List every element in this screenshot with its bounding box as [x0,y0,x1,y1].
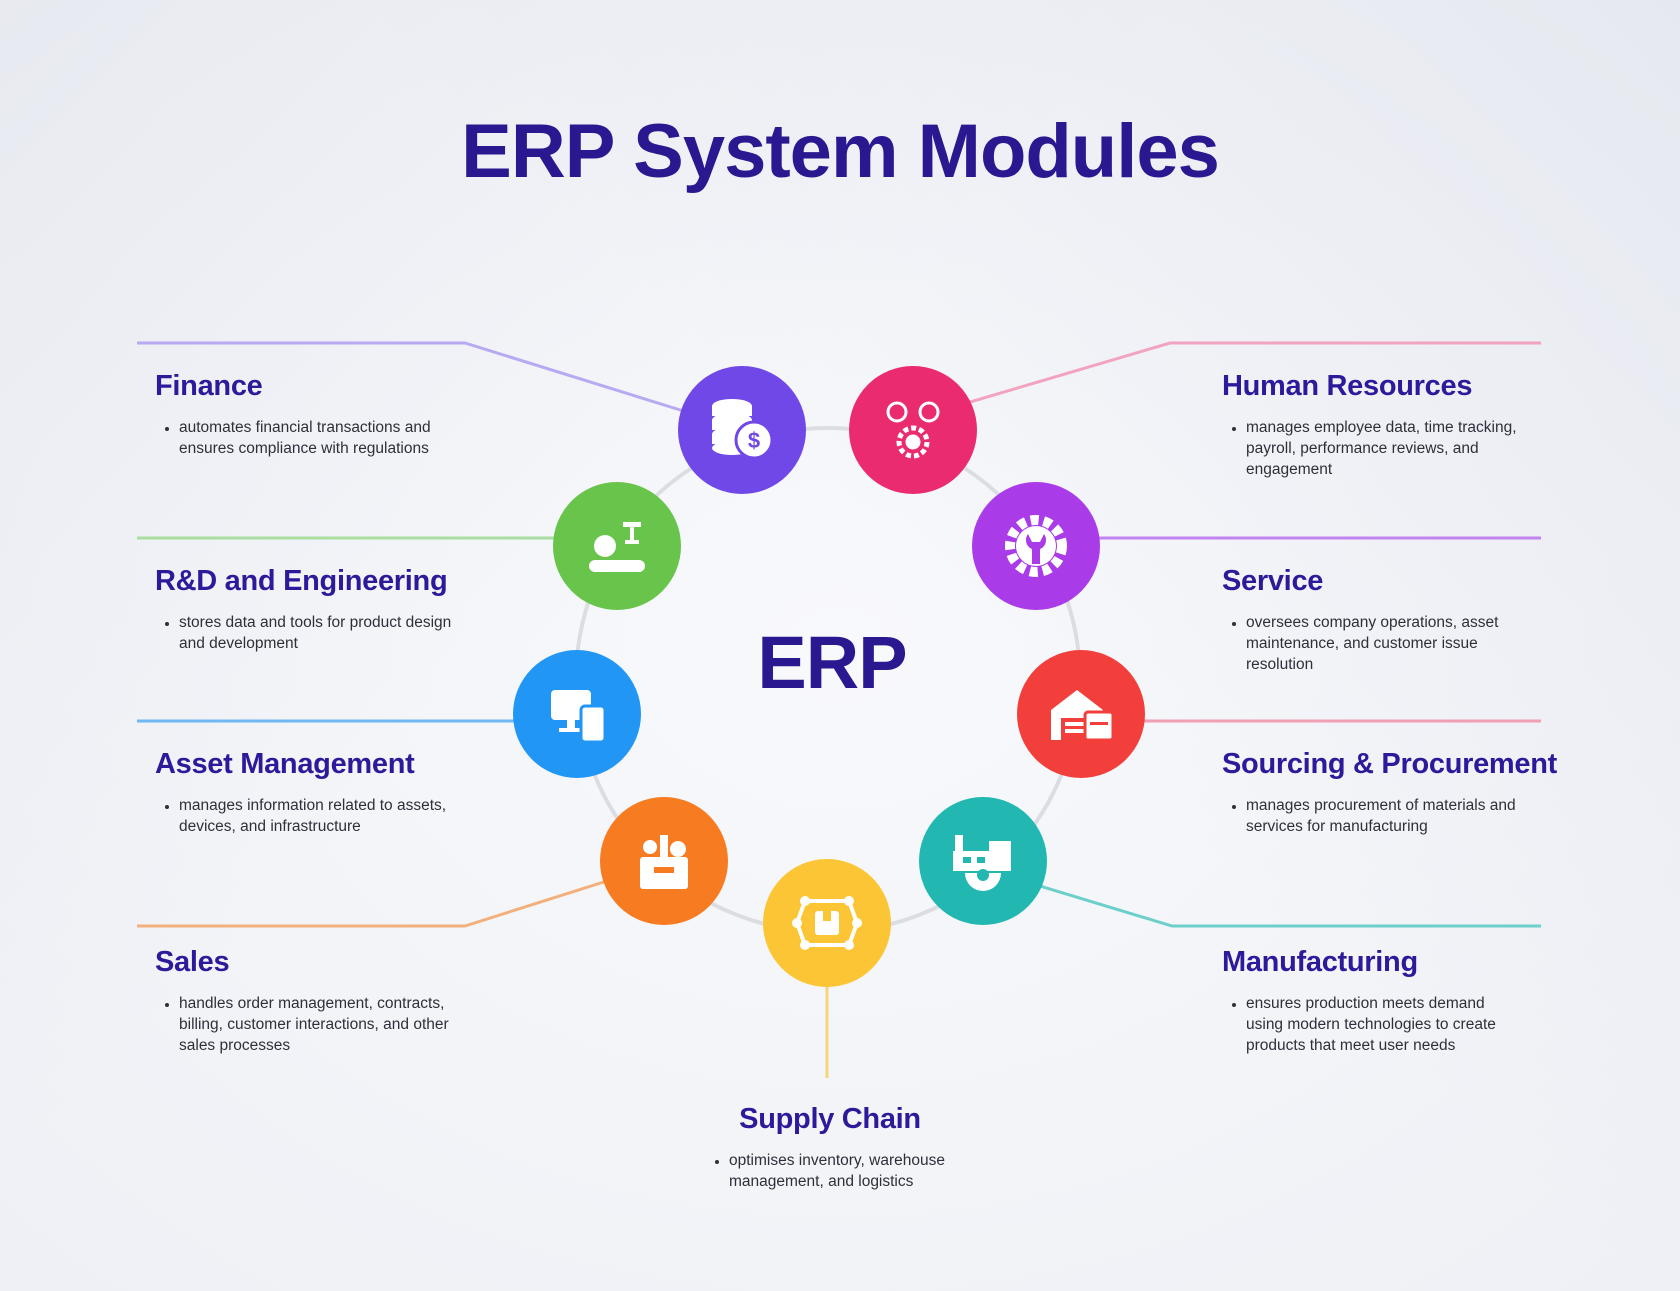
module-sales: Sales handles order management, contract… [155,946,475,1056]
module-bullet-list: manages procurement of materials and ser… [1222,795,1532,837]
warehouse-icon [1051,690,1115,742]
module-bullet-list: automates financial transactions and ens… [155,417,475,459]
module-description: ensures production meets demand using mo… [1246,993,1512,1056]
module-title: Sourcing & Procurement [1222,748,1558,780]
module-bullet-list: oversees company operations, asset maint… [1222,612,1522,675]
module-description: handles order management, contracts, bil… [179,993,475,1056]
module-description: manages information related to assets, d… [179,795,475,837]
sourcing-node [1017,650,1145,778]
page-title: ERP System Modules [461,109,1220,194]
module-description: manages employee data, time tracking, pa… [1246,417,1532,480]
coins-dollar-icon: $ [712,399,774,460]
module-title: Asset Management [155,748,415,780]
supply-node [763,859,891,987]
manufacturing-node [919,797,1047,925]
package-network-icon [792,896,862,950]
module-description: stores data and tools for product design… [179,612,475,654]
module-bullet-list: optimises inventory, warehouse managemen… [705,1150,965,1192]
service-node [972,482,1100,610]
asset-node [513,650,641,778]
module-bullet-list: stores data and tools for product design… [155,612,475,654]
module-asset: Asset Management manages information rel… [155,748,475,837]
devices-icon [551,690,607,744]
people-gear-icon [886,401,940,459]
module-supply: Supply Chain optimises inventory, wareho… [705,1103,965,1192]
gear-wrench-icon [1005,515,1067,577]
sales-connector-line [137,878,611,928]
finance-node: $ [678,366,806,494]
hr-connector-line [959,341,1541,407]
module-title: Manufacturing [1222,946,1418,978]
center-label: ERP [757,621,906,704]
robot-arm-conveyor-icon [589,522,645,572]
finance-connector-line [137,341,691,415]
module-title: Supply Chain [739,1103,921,1135]
svg-text:$: $ [748,428,760,453]
module-bullet-list: handles order management, contracts, bil… [155,993,475,1056]
module-bullet-list: ensures production meets demand using mo… [1222,993,1512,1056]
grocery-box-icon [640,835,688,889]
factory-gear-icon [953,835,1011,891]
module-title: R&D and Engineering [155,565,448,597]
module-bullet-list: manages information related to assets, d… [155,795,475,837]
module-description: automates financial transactions and ens… [179,417,475,459]
module-finance: Finance automates financial transactions… [155,370,475,459]
module-title: Human Resources [1222,370,1473,402]
module-description: optimises inventory, warehouse managemen… [729,1150,965,1192]
rnd-node [553,482,681,610]
module-hr: Human Resources manages employee data, t… [1222,370,1532,480]
module-service: Service oversees company operations, ass… [1222,565,1522,675]
module-description: manages procurement of materials and ser… [1246,795,1532,837]
hr-node [849,366,977,494]
module-title: Finance [155,370,263,402]
module-manufacturing: Manufacturing ensures production meets d… [1222,946,1512,1056]
module-title: Sales [155,946,230,978]
module-rnd: R&D and Engineering stores data and tool… [155,565,475,654]
module-description: oversees company operations, asset maint… [1246,612,1522,675]
sales-node [600,797,728,925]
module-bullet-list: manages employee data, time tracking, pa… [1222,417,1532,480]
manufacturing-connector-line [1029,881,1541,928]
module-title: Service [1222,565,1324,597]
module-sourcing: Sourcing & Procurement manages procureme… [1222,748,1558,837]
